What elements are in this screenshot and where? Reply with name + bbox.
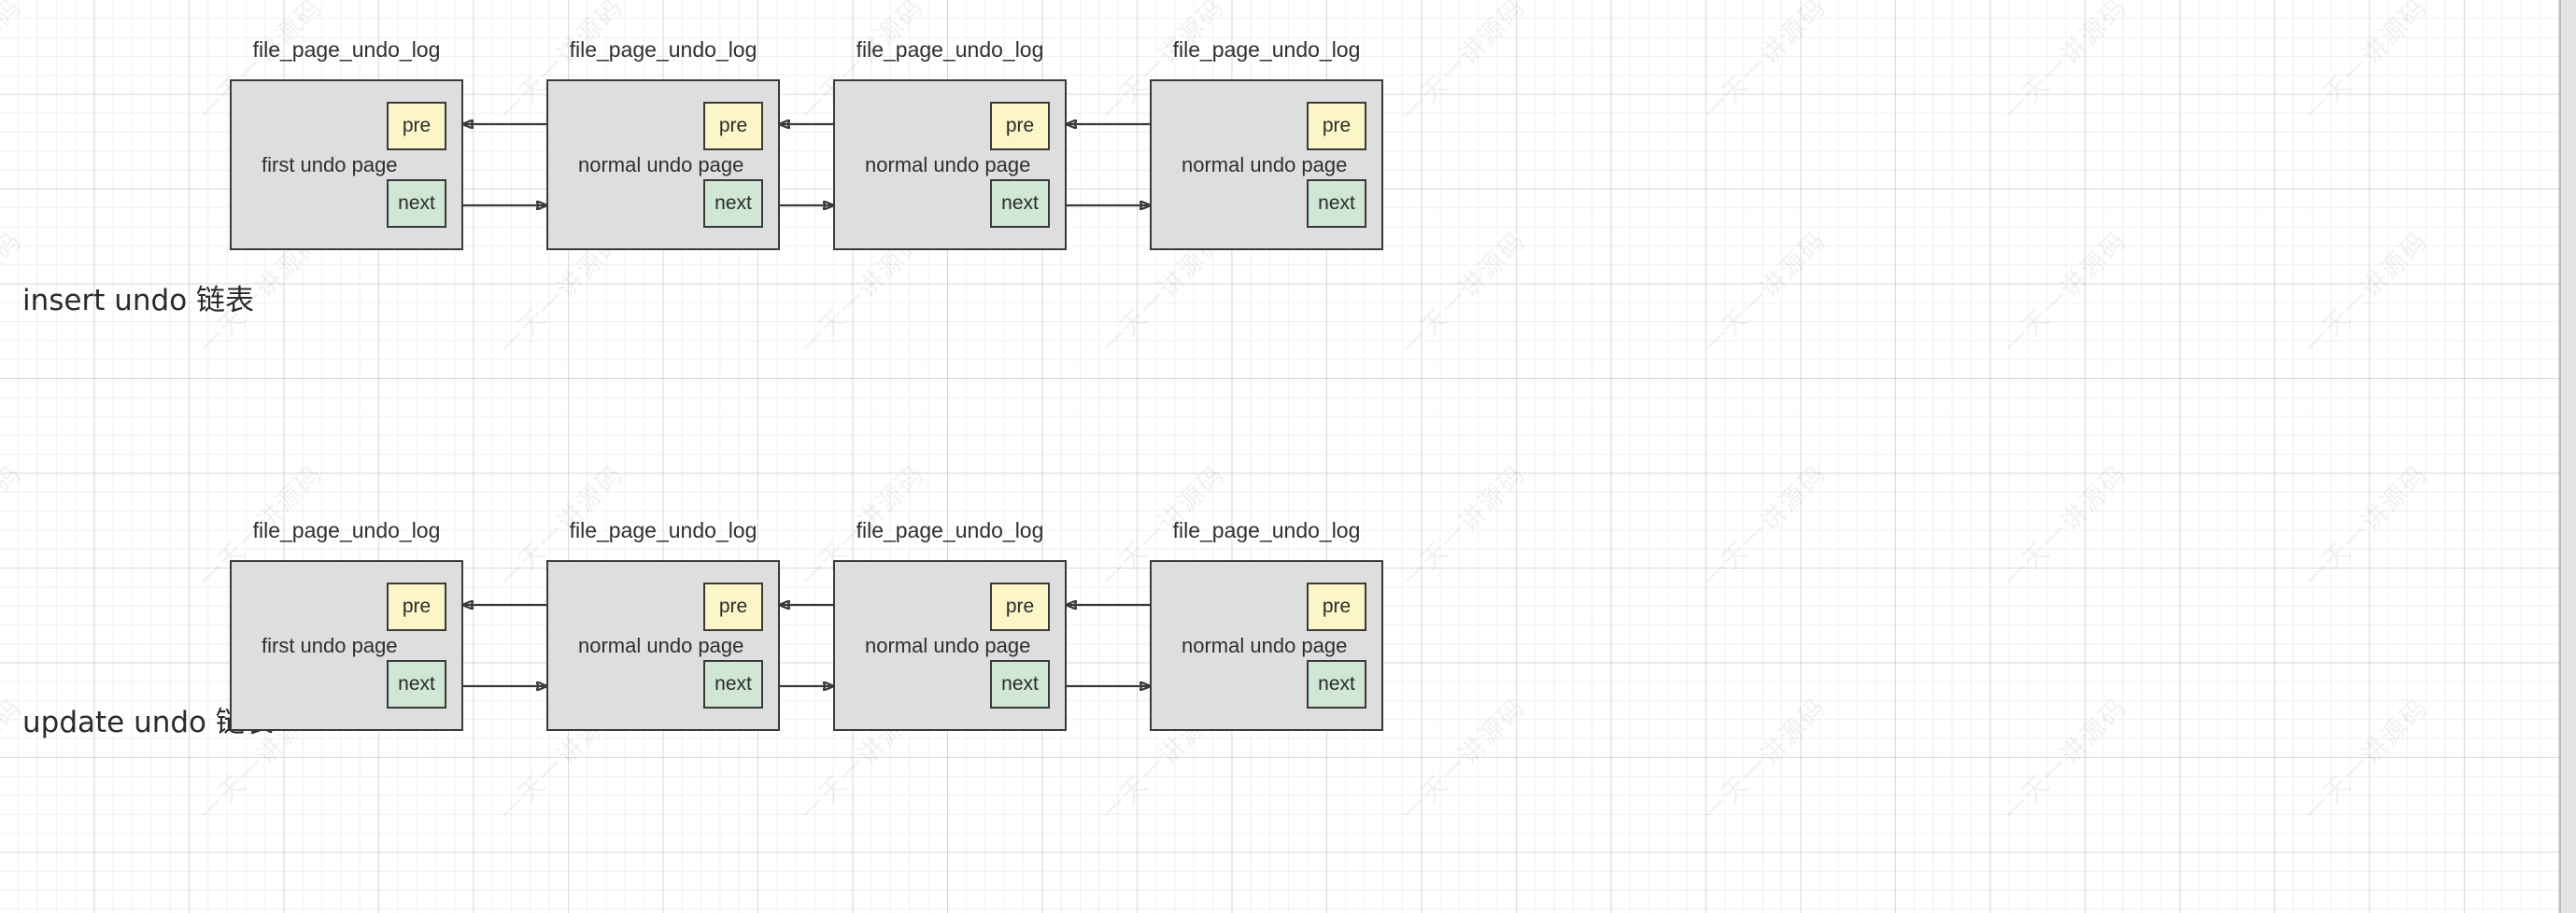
- watermark-text: 一天一讲源码: [1395, 458, 1532, 595]
- watermark-text: 一天一讲源码: [1395, 0, 1532, 128]
- watermark-text: 一天一讲源码: [1395, 692, 1532, 828]
- watermark-text: 一天一讲源码: [0, 458, 28, 595]
- watermark-text: 一天一讲源码: [1696, 0, 1833, 128]
- next-slot-r2c1[interactable]: next: [387, 660, 446, 709]
- watermark-text: 一天一讲源码: [1997, 692, 2133, 828]
- page-box-r1c1[interactable]: file_page_undo_log first undo page pre n…: [230, 37, 463, 250]
- next-slot-r1c1[interactable]: next: [387, 179, 446, 228]
- page-title-r1c1: file_page_undo_log: [252, 37, 441, 62]
- page-caption-r2c3: normal undo page: [865, 633, 1031, 657]
- watermark-text: 一天一讲源码: [2298, 692, 2434, 828]
- page-box-r2c1[interactable]: file_page_undo_log first undo page pre n…: [230, 518, 463, 731]
- page-caption-r2c4: normal undo page: [1182, 633, 1348, 657]
- page-title-r1c2: file_page_undo_log: [569, 37, 757, 62]
- watermark-text: 一天一讲源码: [1997, 225, 2133, 361]
- page-title-r2c4: file_page_undo_log: [1172, 518, 1361, 542]
- watermark-text: 一天一讲源码: [2298, 0, 2434, 128]
- pre-slot-r2c4[interactable]: pre: [1307, 583, 1366, 631]
- next-slot-r1c3[interactable]: next: [990, 179, 1050, 228]
- page-box-r1c2[interactable]: file_page_undo_log normal undo page pre …: [546, 37, 780, 250]
- page-caption-r1c4: normal undo page: [1182, 152, 1348, 176]
- pre-slot-r1c1[interactable]: pre: [387, 102, 446, 150]
- watermark-text: 一天一讲源码: [1696, 692, 1833, 828]
- next-slot-r2c3[interactable]: next: [990, 660, 1050, 709]
- watermark-text: 一天一讲源码: [2298, 458, 2434, 595]
- page-caption-r2c1: first undo page: [262, 633, 398, 657]
- watermark-text: 一天一讲源码: [1696, 225, 1833, 361]
- pre-slot-r1c3[interactable]: pre: [990, 102, 1050, 150]
- page-title-r1c3: file_page_undo_log: [856, 37, 1044, 62]
- next-slot-r2c4[interactable]: next: [1307, 660, 1366, 709]
- watermark-text: 一天一讲源码: [2298, 225, 2434, 361]
- page-box-r2c4[interactable]: file_page_undo_log normal undo page pre …: [1150, 518, 1383, 731]
- page-box-r1c4[interactable]: file_page_undo_log normal undo page pre …: [1150, 37, 1383, 250]
- page-box-r2c3[interactable]: file_page_undo_log normal undo page pre …: [833, 518, 1067, 731]
- watermark-text: 一天一讲源码: [1997, 458, 2133, 595]
- page-box-r1c3[interactable]: file_page_undo_log normal undo page pre …: [833, 37, 1067, 250]
- row-label-insert: insert undo 链表: [22, 284, 255, 317]
- pre-slot-r2c3[interactable]: pre: [990, 583, 1050, 631]
- window-edge-strip: [2559, 0, 2576, 913]
- page-box-r2c2[interactable]: file_page_undo_log normal undo page pre …: [546, 518, 780, 731]
- pre-slot-r1c4[interactable]: pre: [1307, 102, 1366, 150]
- next-slot-r2c2[interactable]: next: [703, 660, 763, 709]
- watermark-text: 一天一讲源码: [1997, 0, 2133, 128]
- watermark-text: 一天一讲源码: [1696, 458, 1833, 595]
- page-caption-r1c3: normal undo page: [865, 152, 1031, 176]
- page-title-r2c2: file_page_undo_log: [569, 518, 757, 542]
- watermark-text: 一天一讲源码: [1395, 225, 1532, 361]
- page-caption-r1c1: first undo page: [262, 152, 398, 176]
- page-title-r2c1: file_page_undo_log: [252, 518, 441, 542]
- watermark-text: 一天一讲源码: [0, 0, 28, 128]
- page-title-r2c3: file_page_undo_log: [856, 518, 1044, 542]
- pre-slot-r2c1[interactable]: pre: [387, 583, 446, 631]
- page-title-r1c4: file_page_undo_log: [1172, 37, 1361, 62]
- pre-slot-r2c2[interactable]: pre: [703, 583, 763, 631]
- pre-slot-r1c2[interactable]: pre: [703, 102, 763, 150]
- page-caption-r1c2: normal undo page: [578, 152, 744, 176]
- next-slot-r1c2[interactable]: next: [703, 179, 763, 228]
- next-slot-r1c4[interactable]: next: [1307, 179, 1366, 228]
- page-caption-r2c2: normal undo page: [578, 633, 744, 657]
